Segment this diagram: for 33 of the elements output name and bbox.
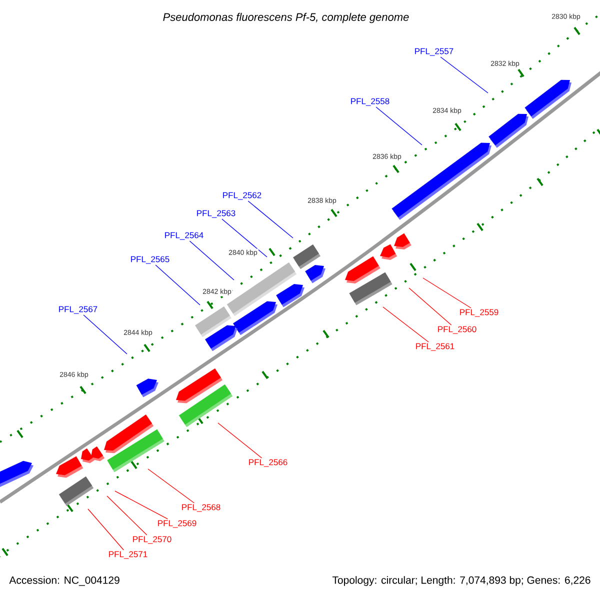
gene-label: PFL_2568: [182, 504, 220, 512]
leader-line: [148, 468, 195, 504]
gene-label: PFL_2564: [165, 232, 204, 240]
leader-line: [422, 278, 472, 308]
gene-label: PFL_2569: [158, 520, 196, 528]
gene-label: PFL_2562: [223, 192, 262, 200]
gene-label: PFL_2570: [133, 536, 172, 544]
leader-line: [222, 218, 268, 258]
gene-label: PFL_2558: [351, 98, 390, 106]
leader-line: [440, 56, 488, 94]
footer-text: Topology: circular; Length: 7,074,893 bp; Genes: 6,226: [332, 576, 590, 586]
leader-line: [83, 314, 128, 354]
leader-line: [218, 422, 262, 458]
gene-label: PFL_2571: [109, 551, 148, 559]
gene-label: PFL_2565: [131, 256, 170, 264]
leader-line: [408, 288, 452, 326]
gene-label: PFL_2566: [249, 459, 288, 467]
leader-line: [248, 200, 294, 238]
leader-line: [88, 508, 124, 550]
leader-line: [376, 106, 422, 146]
gene-label: PFL_2560: [438, 326, 476, 334]
leader-line: [189, 240, 234, 280]
gene-label: PFL_2563: [197, 210, 236, 218]
title: Pseudomonas fluorescens Pf-5, complete genome: [163, 12, 409, 24]
leader-line: [106, 496, 148, 536]
gene-label: PFL_2561: [416, 343, 454, 351]
gene-label: PFL_2559: [460, 309, 498, 317]
leader-line: [155, 264, 200, 306]
gene-label: PFL_2557: [415, 48, 454, 56]
gene-label: PFL_2567: [59, 306, 98, 314]
leader-line: [382, 306, 429, 342]
leader-line: [114, 490, 168, 520]
footer-text: Accession: NC_004129: [9, 576, 120, 586]
